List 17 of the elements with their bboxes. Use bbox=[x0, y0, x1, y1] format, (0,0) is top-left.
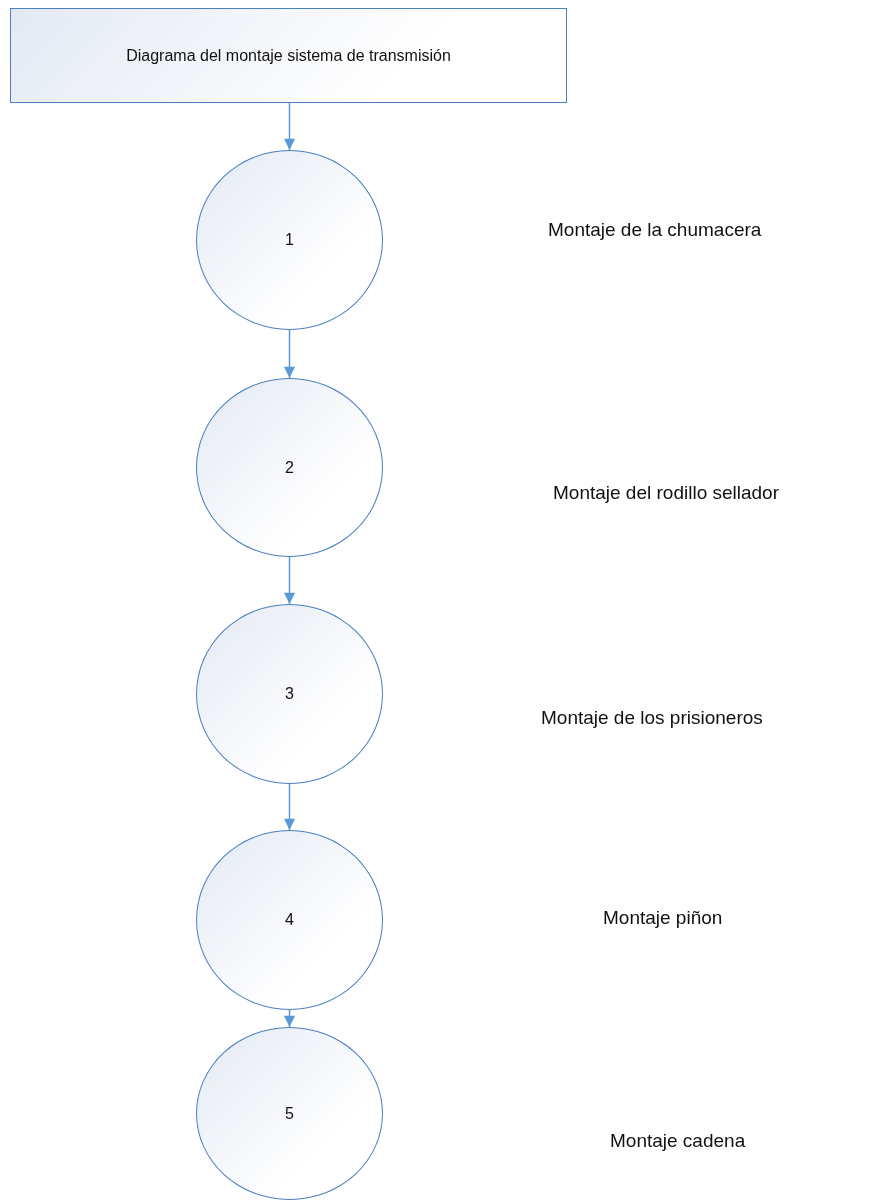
step-number: 4 bbox=[284, 911, 295, 929]
step-label: Montaje del rodillo sellador bbox=[553, 482, 779, 504]
title-box bbox=[10, 8, 567, 103]
step-number: 1 bbox=[284, 231, 295, 249]
step-label: Montaje cadena bbox=[610, 1130, 746, 1152]
step-label: Montaje piñon bbox=[603, 907, 723, 929]
step-label: Montaje de los prisioneros bbox=[541, 707, 763, 729]
box-text: Diagrama del montaje sistema de transmisión bbox=[125, 46, 452, 65]
step-number: 2 bbox=[284, 458, 295, 477]
step-number: 5 bbox=[284, 1104, 295, 1123]
step-number: 3 bbox=[284, 685, 295, 703]
arrow bbox=[283, 329, 296, 379]
step-label: Montaje de la chumacera bbox=[548, 219, 762, 241]
arrow bbox=[283, 1009, 296, 1028]
arrow bbox=[283, 102, 296, 151]
arrow bbox=[283, 783, 296, 831]
arrow bbox=[283, 556, 296, 605]
